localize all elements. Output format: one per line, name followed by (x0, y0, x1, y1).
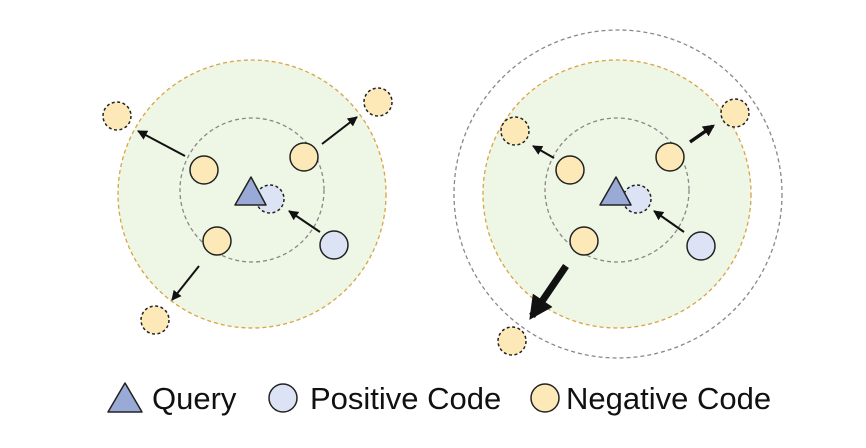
left-pushed-negative-code (363, 87, 393, 117)
right-pulled-positive-code (622, 184, 652, 214)
right-pushed-negative-code (497, 326, 527, 356)
left-negative-code (189, 155, 219, 185)
legend-negative-label: Negative Code (566, 381, 771, 416)
right-pushed-negative-code (720, 98, 750, 128)
left-pushed-negative-code (102, 101, 132, 131)
left-arrow-down-left (171, 265, 200, 301)
left-arrow-up-left (137, 130, 186, 157)
right-query-triangle-icon (599, 176, 632, 206)
left-panel (102, 59, 393, 335)
right-extended-ring (453, 29, 783, 359)
left-pulled-positive-code (255, 184, 285, 214)
right-positive-code (686, 231, 716, 261)
right-panel (453, 29, 783, 359)
left-query-triangle-icon (234, 176, 267, 206)
right-arrow-up-right-bold (689, 124, 715, 144)
left-negative-code (202, 226, 232, 256)
right-negative-code (569, 226, 599, 256)
right-arrow-pull-in (653, 210, 685, 233)
left-inner-ring (179, 117, 325, 263)
right-negative-code (655, 142, 685, 172)
left-pushed-negative-code (140, 305, 170, 335)
legend: Query Positive Code Negative Code (107, 381, 771, 416)
legend-triangle-icon (107, 382, 143, 413)
left-arrow-pull-in (288, 210, 321, 233)
left-negative-code (289, 142, 319, 172)
legend-positive-label: Positive Code (310, 381, 501, 416)
legend-negative-circle-icon (530, 383, 560, 413)
right-inner-ring (544, 117, 690, 263)
right-pushed-negative-code (500, 116, 530, 146)
right-arrow-down-left-heavy (529, 264, 569, 320)
left-arrow-up-right (321, 116, 358, 145)
left-positive-code (319, 230, 349, 260)
legend-query-label: Query (152, 381, 237, 416)
legend-positive-circle-icon (268, 383, 298, 413)
right-negative-code (555, 155, 585, 185)
right-arrow-up-left (532, 145, 555, 159)
